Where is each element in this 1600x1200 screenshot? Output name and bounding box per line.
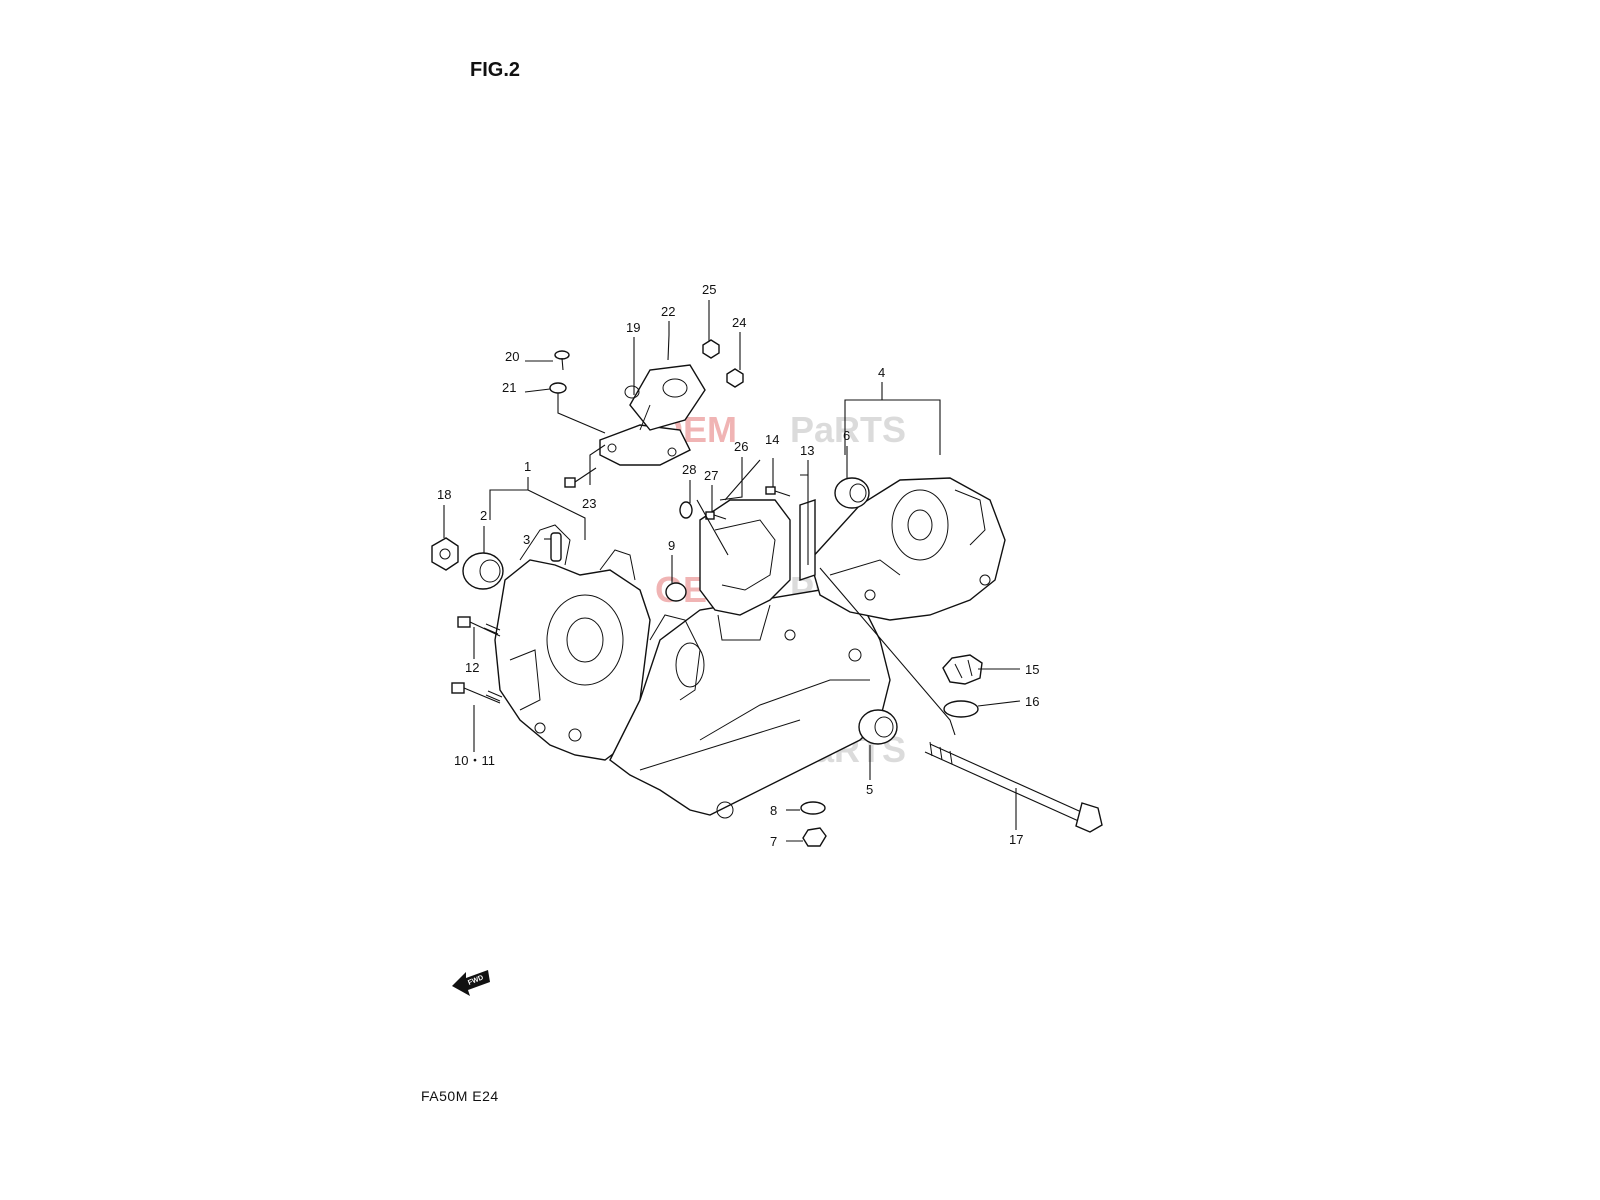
callout-26: 26: [734, 439, 748, 454]
nut-25: [702, 339, 720, 359]
forward-direction-indicator: FWD: [452, 970, 490, 996]
bolt-10-11: [451, 682, 503, 704]
callout-21: 21: [502, 380, 516, 395]
callout-20: 20: [505, 349, 519, 364]
bearing-2: [462, 552, 504, 590]
figure-label: FIG.2: [470, 59, 520, 81]
callout-9: 9: [668, 538, 675, 553]
nut-18: [431, 537, 459, 571]
callout-15: 15: [1025, 662, 1039, 677]
watermark-parts: PaRTS: [790, 409, 906, 450]
callout-17: 17: [1009, 832, 1023, 847]
callout-22: 22: [661, 304, 675, 319]
callout-8: 8: [770, 803, 777, 818]
o-ring-16: [943, 700, 979, 718]
dowel-pin-3: [550, 532, 562, 562]
bearing-5: [858, 709, 898, 745]
callout-7: 7: [770, 834, 777, 849]
bushing-9: [665, 582, 687, 602]
screw-14: [765, 486, 791, 497]
callout-6: 6: [843, 428, 850, 443]
callout-12: 12: [465, 660, 479, 675]
crankcase-assembly-drawing: [431, 339, 1103, 847]
callout-4: 4: [878, 365, 885, 380]
callout-14: 14: [765, 432, 779, 447]
washer-21: [549, 382, 567, 394]
forward-arrow-icon: [452, 970, 490, 996]
callout-16: 16: [1025, 694, 1039, 709]
left-crankcase-half: [494, 559, 651, 761]
callout-19: 19: [626, 320, 640, 335]
nut-24: [726, 368, 744, 388]
drain-plug-7: [802, 827, 827, 847]
through-bolt-17: [924, 741, 1103, 833]
callout-10-11: 10・11: [454, 753, 495, 768]
callout-27: 27: [704, 468, 718, 483]
callout-18: 18: [437, 487, 451, 502]
callout-28: 28: [682, 462, 696, 477]
callout-24: 24: [732, 315, 746, 330]
washer-28: [679, 501, 693, 519]
oil-filler-cap-15: [942, 654, 983, 685]
callout-3: 3: [523, 532, 530, 547]
callout-5: 5: [866, 782, 873, 797]
screw-20: [554, 350, 570, 371]
callout-labels: 25 22 19 24 20 21 4 6 26 14 13 28 27 23 …: [437, 282, 1039, 849]
transmission-case: [809, 477, 1006, 621]
screw-23: [564, 467, 597, 488]
callout-25: 25: [702, 282, 716, 297]
callout-23: 23: [582, 496, 596, 511]
right-crankcase-half: [609, 589, 891, 816]
intake-manifold: [599, 424, 691, 466]
bolt-12: [457, 616, 501, 637]
washer-8: [800, 801, 826, 815]
callout-2: 2: [480, 508, 487, 523]
leader-lines: [443, 300, 1021, 842]
model-code: FA50M E24: [421, 1088, 499, 1104]
callout-1: 1: [524, 459, 531, 474]
callout-13: 13: [800, 443, 814, 458]
bearing-6: [834, 477, 870, 509]
